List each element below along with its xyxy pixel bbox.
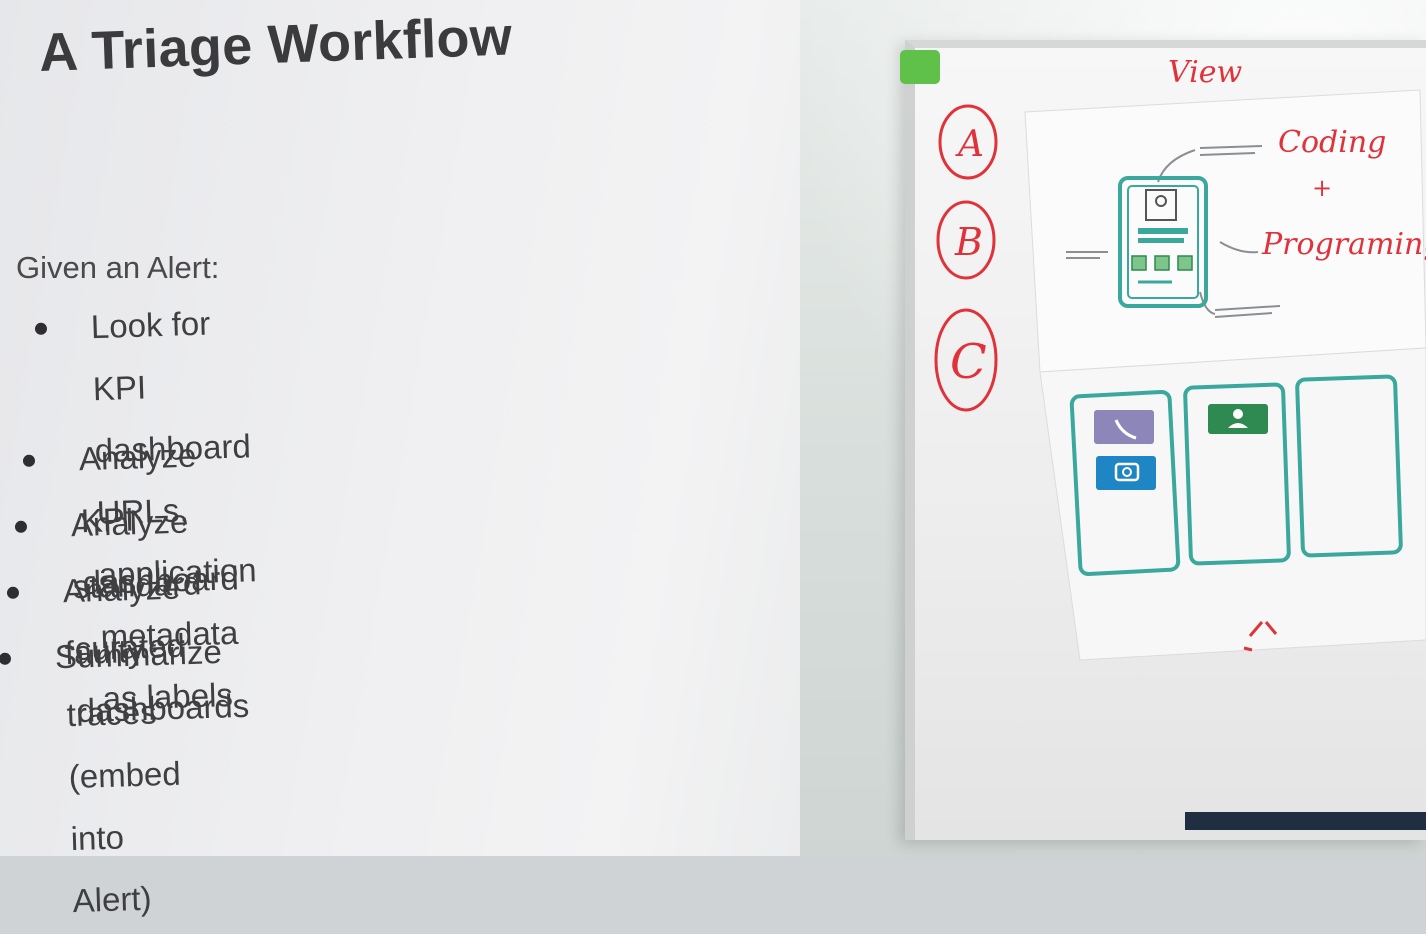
projected-slide: A Triage Workflow Given an Alert: Look f…	[0, 0, 860, 919]
phone-wireframe-1	[1069, 389, 1181, 577]
image-thumbnail-icon	[1131, 255, 1147, 271]
slide-intro: Given an Alert:	[16, 250, 220, 285]
step-label: C	[950, 334, 987, 390]
sketch-annotations	[1066, 145, 1281, 318]
note-programming: Programing	[1261, 227, 1426, 262]
avatar-icon	[1145, 189, 1177, 221]
phone-wireframe-3	[1295, 374, 1403, 558]
whiteboard-drawing: View A B C Coding + Programing	[900, 50, 1426, 661]
step-label: B	[954, 220, 983, 264]
phone-wireframe-2	[1183, 382, 1291, 566]
image-thumbnail-icon	[1154, 255, 1170, 271]
step-label: A	[955, 124, 984, 165]
magnet-icon	[900, 50, 940, 84]
paper-sheet	[1024, 89, 1426, 373]
whiteboard-heading: View	[1168, 55, 1242, 90]
step-b: B	[936, 200, 996, 280]
phone-wireframe-main	[1118, 176, 1208, 308]
red-mark	[1243, 621, 1278, 652]
image-thumbnail-icon	[1177, 255, 1193, 271]
note-plus: +	[1312, 174, 1332, 202]
camera-icon	[1096, 456, 1156, 490]
whiteboard-tray	[1185, 812, 1426, 830]
step-a: A	[938, 104, 998, 180]
step-c: C	[934, 308, 998, 412]
note-coding: Coding	[1278, 125, 1386, 160]
phone-call-icon	[1094, 410, 1154, 444]
